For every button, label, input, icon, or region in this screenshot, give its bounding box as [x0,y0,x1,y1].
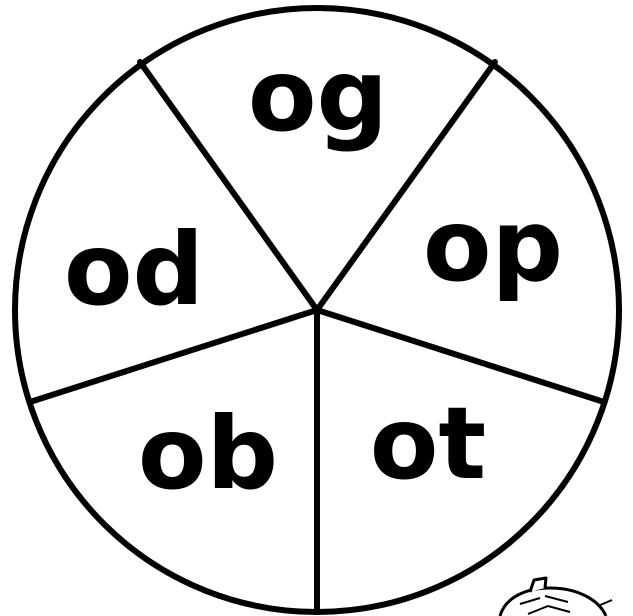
segment-label-og: og [248,37,388,154]
segment-label-ob: ob [138,395,278,512]
segment-label-od: od [64,211,204,328]
segment-label-op: op [423,187,563,304]
doodle-icon [500,578,612,616]
segment-label-ot: ot [370,385,487,502]
